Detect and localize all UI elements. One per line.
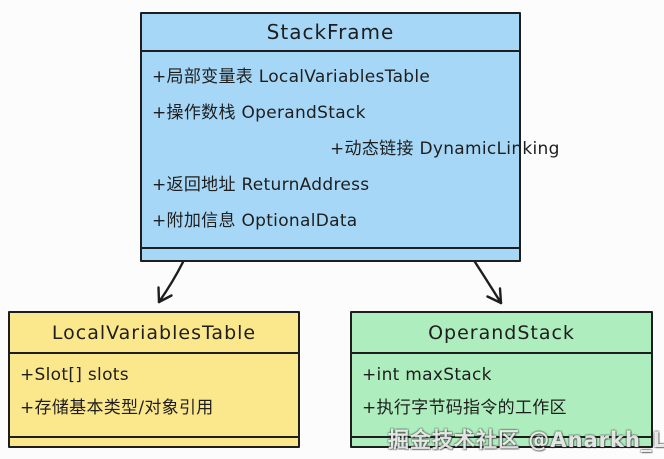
arrow-stackframe-to-localvariablestable [157,260,185,304]
class-fields-operandstack: +int maxStack +执行字节码指令的工作区 [352,354,651,438]
field-stores-primitive-or-reference: +存储基本类型/对象引用 [20,397,214,418]
field-operand-stack: +操作数栈 OperandStack [152,102,366,123]
class-title-localvariablestable: LocalVariablesTable [10,313,298,354]
field-bytecode-workspace: +执行字节码指令的工作区 [362,397,567,418]
field-slots: +Slot[] slots [20,365,129,385]
class-box-stackframe: StackFrame +局部变量表 LocalVariablesTable +操… [140,12,560,262]
field-local-variables-table: +局部变量表 LocalVariablesTable [152,66,431,87]
class-bottom-compartment [142,249,519,260]
field-max-stack: +int maxStack [362,365,492,385]
class-box-localvariablestable: LocalVariablesTable +Slot[] slots +存储基本类… [8,311,300,448]
class-fields-localvariablestable: +Slot[] slots +存储基本类型/对象引用 [10,354,298,438]
class-fields-stackframe: +局部变量表 LocalVariablesTable +操作数栈 Operand… [142,52,560,249]
field-return-address: +返回地址 ReturnAddress [152,174,370,195]
class-box-operandstack: OperandStack +int maxStack +执行字节码指令的工作区 [350,311,653,448]
class-title-operandstack: OperandStack [352,313,651,354]
class-bottom-compartment [10,438,298,446]
field-dynamic-linking: +动态链接 DynamicLinking [330,138,560,159]
class-title-stackframe: StackFrame [142,14,519,52]
watermark: 掘金技术社区 @Anarkh_Lee [388,428,664,452]
arrow-stackframe-to-operandstack [473,260,503,305]
field-optional-data: +附加信息 OptionalData [152,210,358,231]
